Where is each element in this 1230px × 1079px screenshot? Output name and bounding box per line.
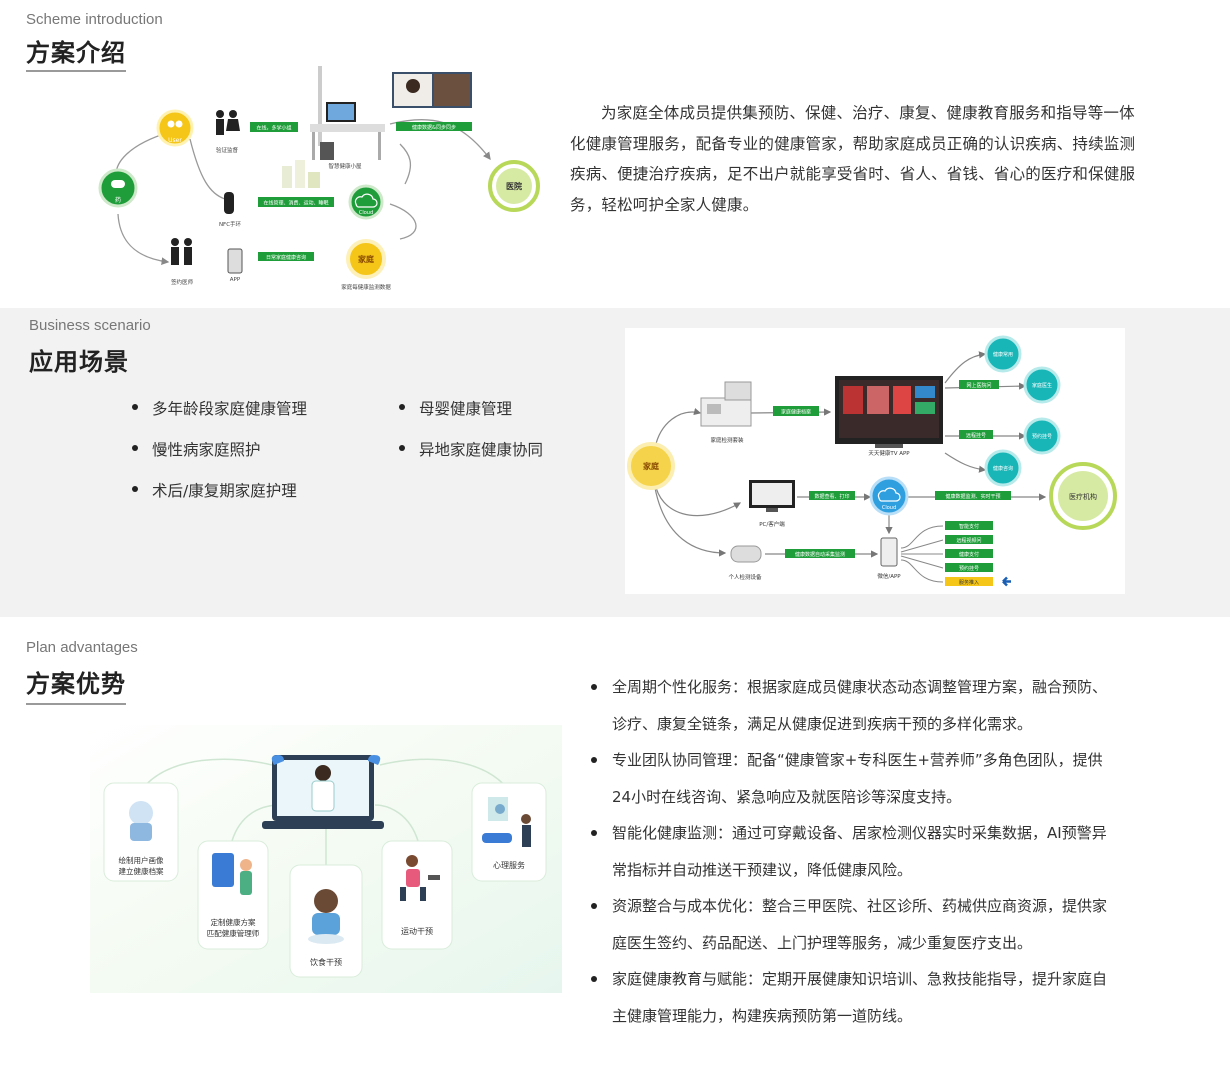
arrow-left-icon xyxy=(1002,576,1011,587)
pc-client-icon xyxy=(749,480,795,512)
advantages-list: 全周期个性化服务：根据家庭成员健康状态动态调整管理方案，融合预防、诊疗、康复全链… xyxy=(591,669,1152,1034)
scheme-introduction-section: Scheme introduction 方案介绍 User 药 验证监督 xyxy=(0,0,1230,308)
svg-text:匹配健康管理师: 匹配健康管理师 xyxy=(207,928,260,938)
pc-label: PC/客户端 xyxy=(759,520,785,528)
section-subtitle: Business scenario xyxy=(29,317,151,334)
scenario-item: 术后/康复期家庭护理 xyxy=(132,479,297,501)
section-title: 方案介绍 xyxy=(26,39,126,67)
org-label: 医疗机构 xyxy=(1069,492,1097,501)
app-label: APP xyxy=(230,277,241,283)
scenario-flow-diagram: 家庭 家庭检测套装 家庭健康档案 天天健康TV APP 网上医院问 远程挂号 xyxy=(625,328,1125,594)
bar-1: 在线，多学小组 xyxy=(256,125,291,132)
svg-text:建立健康档案: 建立健康档案 xyxy=(119,866,164,876)
section-subtitle: Plan advantages xyxy=(26,639,138,656)
kiosk-label: 智慧健康小屋 xyxy=(328,162,362,170)
menu-item-5: 服务推入 xyxy=(959,579,979,586)
card-mental: 心理服务 xyxy=(471,782,547,882)
app-phone-icon xyxy=(227,248,243,274)
scenario-item: 母婴健康管理 xyxy=(399,397,512,419)
bar-2: 健康数据&同步同步 xyxy=(412,124,456,131)
cloud-label: Cloud xyxy=(359,210,373,216)
card-user-profile: 绘制用户画像 建立健康档案 xyxy=(103,782,179,882)
bar-org: 健康数据监测、实时干预 xyxy=(945,493,1000,500)
left-node-label: 药 xyxy=(115,196,121,204)
advantage-item: 资源整合与成本优化：整合三甲医院、社区诊所、药械供应商资源，提供家庭医生签约、药… xyxy=(591,888,1152,961)
business-scenario-section: Business scenario 应用场景 多年龄段家庭健康管理 慢性病家庭照… xyxy=(0,308,1230,617)
card-custom-plan: 定制健康方案 匹配健康管理师 xyxy=(197,840,269,950)
svg-text:饮食干预: 饮食干预 xyxy=(310,957,342,967)
people-bottom-label: 签约医师 xyxy=(171,278,194,286)
card-diet: 饮食干预 xyxy=(289,864,363,978)
menu-item-2: 远程视频问 xyxy=(956,537,981,544)
advantage-item: 智能化健康监测：通过可穿戴设备、居家检测仪器实时采集数据，AI预警异常指标并自动… xyxy=(591,815,1152,888)
people-top-label: 验证监督 xyxy=(216,146,239,154)
user-label: User xyxy=(168,137,182,144)
scenario-item: 异地家庭健康协同 xyxy=(399,438,543,460)
hospital-label: 医院 xyxy=(506,181,522,191)
home-label: 家庭 xyxy=(643,461,660,471)
advantages-illustration: 绘制用户画像 建立健康档案 定制健康方案 匹配健康管理师 饮食干预 运动干预 xyxy=(90,725,562,993)
home-caption: 家庭每健康监测数据 xyxy=(341,283,391,291)
scenario-item: 慢性病家庭照护 xyxy=(132,438,261,460)
bar-device: 健康数据自动采集监测 xyxy=(795,551,845,558)
circle-3: 预约挂号 xyxy=(1032,433,1052,440)
menu-item-1: 智能支付 xyxy=(959,523,979,530)
device-label: 个人检测设备 xyxy=(728,573,762,581)
home-label: 家庭 xyxy=(358,254,375,264)
tv-label: 天天健康TV APP xyxy=(868,449,910,457)
phone-app-icon xyxy=(880,537,898,567)
menu-item-3: 健康支付 xyxy=(959,551,979,558)
title-underline xyxy=(26,703,126,705)
people-bottom-icon xyxy=(171,238,192,265)
band-label: NFC手环 xyxy=(219,220,242,228)
health-kiosk-icon xyxy=(310,66,385,160)
home-test-kit-icon xyxy=(700,381,752,427)
bar-top: 网上医院问 xyxy=(966,382,991,389)
tv-app-icon xyxy=(835,376,943,448)
bar-mid: 远程挂号 xyxy=(966,432,986,439)
cloud-label: Cloud xyxy=(882,505,896,511)
scenario-item: 多年龄段家庭健康管理 xyxy=(132,397,307,419)
title-underline xyxy=(26,70,126,72)
svg-text:运动干预: 运动干预 xyxy=(401,926,433,936)
bar-pc: 数据查看、打印 xyxy=(814,493,849,500)
advantage-item: 家庭健康教育与赋能：定期开展健康知识培训、急救技能指导，提升家庭自主健康管理能力… xyxy=(591,961,1152,1034)
phone-label: 微信/APP xyxy=(877,572,901,580)
svg-text:心理服务: 心理服务 xyxy=(493,860,525,870)
section-title: 方案优势 xyxy=(26,670,126,698)
svg-text:绘制用户画像: 绘制用户画像 xyxy=(119,855,164,865)
bar-3: 在线管理、消费、运动、睡眠 xyxy=(263,200,328,207)
circle-4: 健康咨询 xyxy=(993,465,1013,472)
people-top-icon xyxy=(216,110,240,135)
personal-device-icon xyxy=(730,545,762,563)
circle-2: 家庭医生 xyxy=(1032,382,1052,389)
cloud-icon xyxy=(354,193,378,208)
cloud-icon xyxy=(877,487,901,502)
medicine-bottles-icon xyxy=(282,160,320,188)
bar-kit: 家庭健康档案 xyxy=(781,409,811,416)
section-title: 应用场景 xyxy=(29,348,129,376)
scheme-flow-diagram: User 药 验证监督 签约医师 NFC手环 APP xyxy=(98,66,540,291)
menu-item-4: 预约挂号 xyxy=(959,565,979,572)
kit-label: 家庭检测套装 xyxy=(710,436,744,444)
laptop-doctor-icon xyxy=(262,755,384,829)
card-exercise: 运动干预 xyxy=(381,840,453,950)
nfc-band-icon xyxy=(224,192,234,214)
svg-text:定制健康方案: 定制健康方案 xyxy=(211,917,256,927)
intro-paragraph: 为家庭全体成员提供集预防、保健、治疗、康复、健康教育服务和指导等一体化健康管理服… xyxy=(570,104,1136,214)
advantage-item: 全周期个性化服务：根据家庭成员健康状态动态调整管理方案，融合预防、诊疗、康复全链… xyxy=(591,669,1152,742)
bar-4: 日常家庭健康咨询 xyxy=(266,254,306,261)
plan-advantages-section: Plan advantages 方案优势 xyxy=(0,617,1230,1079)
circle-1: 健康常用 xyxy=(993,351,1013,358)
section-subtitle: Scheme introduction xyxy=(26,11,163,28)
